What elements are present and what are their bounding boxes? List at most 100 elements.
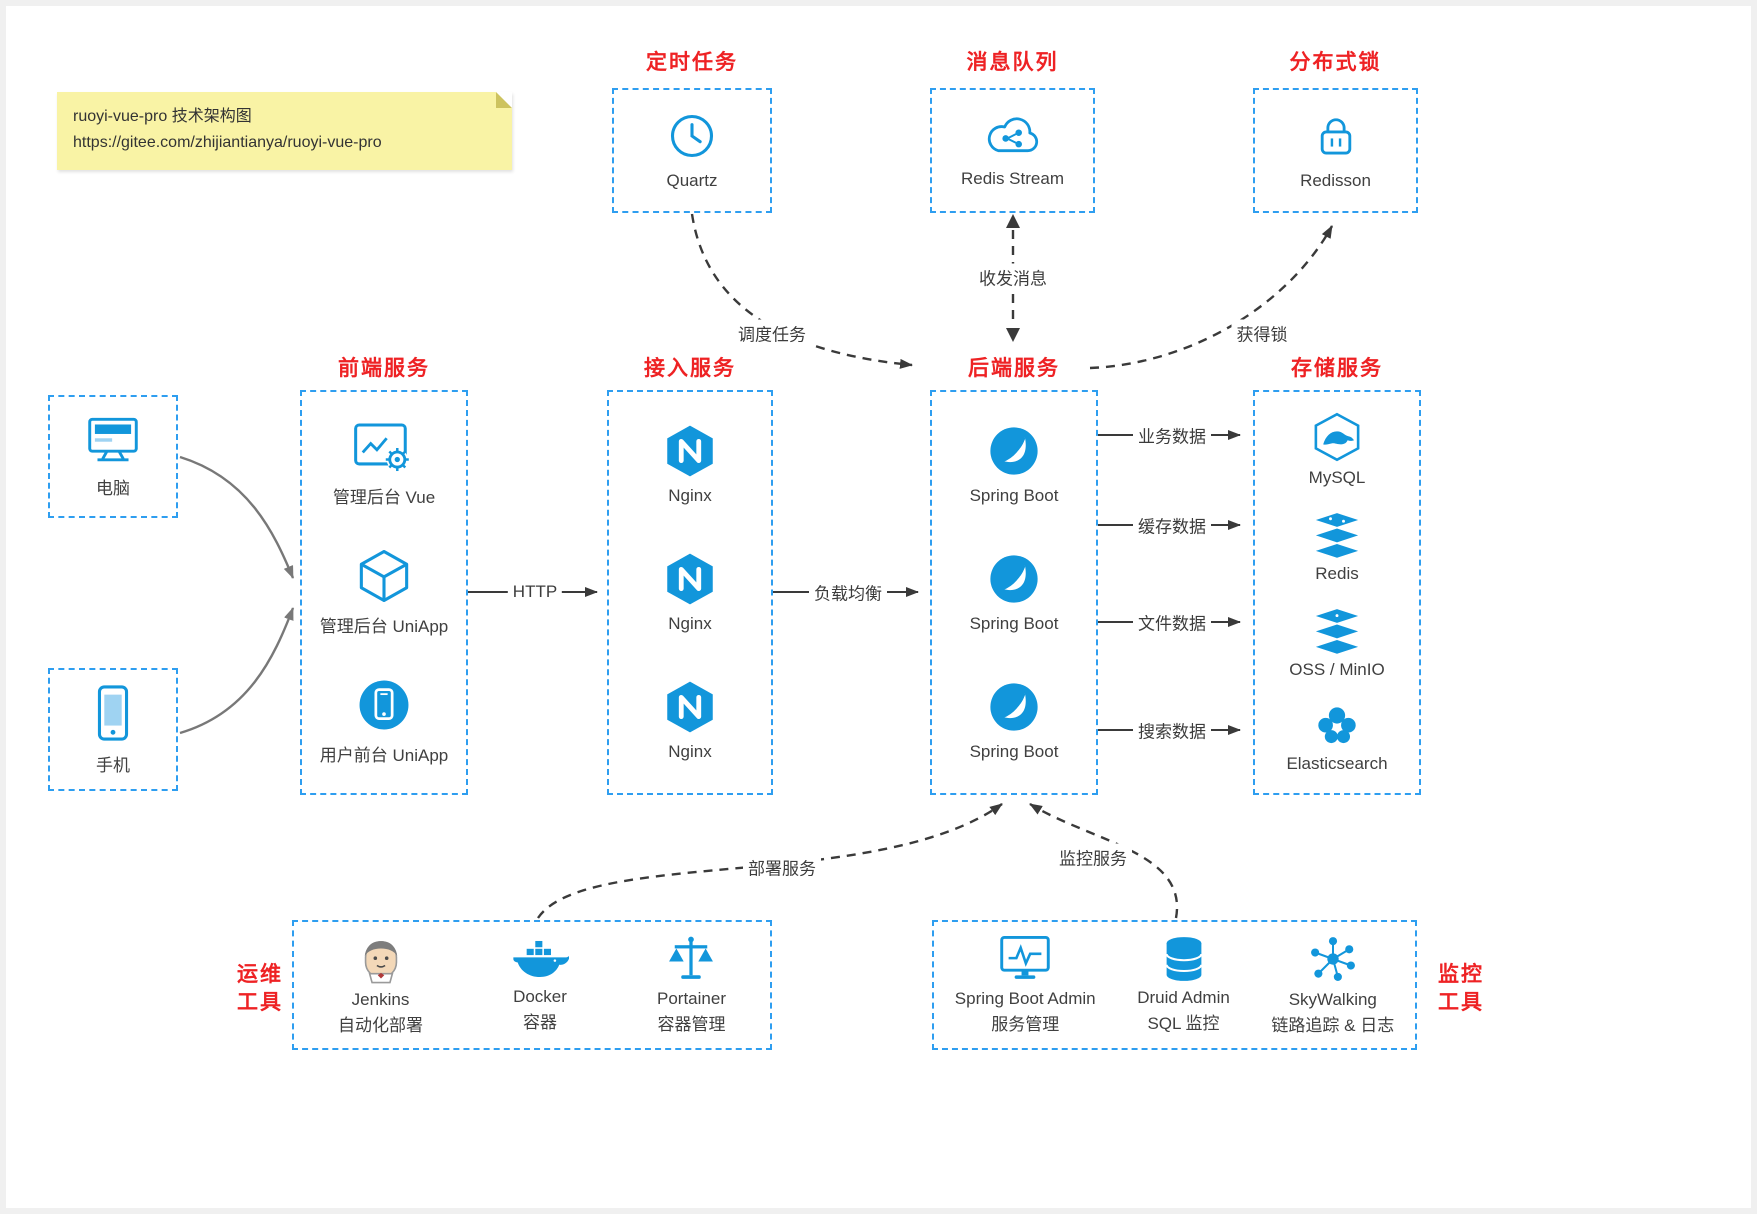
frontend-item-label: 管理后台 UniApp xyxy=(319,616,449,636)
storage-item-redis: Redis xyxy=(1311,511,1363,584)
edge-label-business-data: 业务数据 xyxy=(1133,421,1211,449)
backend-item-label: Spring Boot xyxy=(969,742,1059,762)
gateway-item-label: Nginx xyxy=(668,613,712,633)
admin-monitor-icon xyxy=(997,934,1053,984)
backend-item-springboot: Spring Boot xyxy=(969,551,1059,634)
backend-item-springboot: Spring Boot xyxy=(969,679,1059,762)
ops-item-desc: 容器管理 xyxy=(657,1015,726,1034)
edge-label-http: HTTP xyxy=(507,581,563,603)
gateway-item-label: Nginx xyxy=(668,742,712,762)
docker-icon xyxy=(511,936,570,982)
monitoring-tools-side-label: 监控 工具 xyxy=(1435,961,1487,1017)
ops-item-docker: Docker 容器 xyxy=(511,936,570,1034)
pc-label: 电脑 xyxy=(96,478,130,498)
mobile-app-circle-icon xyxy=(355,676,413,734)
monitoring-side-label-line: 工具 xyxy=(1438,991,1484,1014)
edge-label-schedule: 调度任务 xyxy=(733,319,811,347)
spring-icon xyxy=(986,551,1042,607)
edge-label-monitor: 监控服务 xyxy=(1054,843,1132,871)
edge-label-load-balance: 负载均衡 xyxy=(809,578,887,606)
phone-label: 手机 xyxy=(96,755,130,775)
elasticsearch-icon xyxy=(1311,703,1363,749)
monitoring-item-desc: 链路追踪 & 日志 xyxy=(1271,1016,1395,1035)
database-icon xyxy=(1159,935,1209,983)
note-title: ruoyi-vue-pro 技术架构图 xyxy=(73,108,252,125)
storage-item-label: MySQL xyxy=(1308,468,1366,488)
storage-box: MySQL Redis OSS / MinIO Elasticsearch xyxy=(1253,390,1421,795)
jenkins-icon xyxy=(355,933,407,985)
title-message-queue: 消息队列 xyxy=(966,51,1059,74)
ops-item-name: Portainer xyxy=(657,989,726,1008)
title-storage-services: 存储服务 xyxy=(1291,357,1383,380)
ops-item-desc: 容器 xyxy=(523,1013,557,1032)
nginx-icon xyxy=(662,423,718,479)
frontend-item-vue: 管理后台 Vue xyxy=(333,420,435,508)
edge-label-lock: 获得锁 xyxy=(1231,319,1293,347)
note-url: https://gitee.com/zhijiantianya/ruoyi-vu… xyxy=(73,134,382,151)
ops-side-label-line: 工具 xyxy=(237,991,283,1014)
frontend-box: 管理后台 Vue 管理后台 UniApp 用户前台 UniApp xyxy=(300,390,468,795)
ops-item-desc: 自动化部署 xyxy=(338,1016,423,1035)
phone-box: 手机 xyxy=(48,668,178,791)
ops-item-name: Jenkins xyxy=(351,990,410,1009)
edge-label-message: 收发消息 xyxy=(974,263,1052,291)
ops-item-name: Docker xyxy=(513,987,567,1006)
backend-item-label: Spring Boot xyxy=(969,485,1059,505)
quartz-box: Quartz xyxy=(612,88,772,213)
redis-stack-icon xyxy=(1311,511,1363,559)
storage-item-elasticsearch: Elasticsearch xyxy=(1286,703,1388,774)
monitoring-item-name: SkyWalking xyxy=(1288,990,1377,1009)
cube-icon xyxy=(355,547,413,605)
pc-box: 电脑 xyxy=(48,395,178,518)
frontend-item-label: 用户前台 UniApp xyxy=(319,745,449,765)
edge-label-cache-data: 缓存数据 xyxy=(1133,511,1211,539)
title-scheduled-tasks: 定时任务 xyxy=(646,51,738,74)
monitoring-side-label-line: 监控 xyxy=(1438,963,1484,986)
title-distributed-lock: 分布式锁 xyxy=(1289,51,1382,74)
redisson-label: Redisson xyxy=(1300,171,1371,190)
gateway-box: Nginx Nginx Nginx xyxy=(607,390,773,795)
quartz-label: Quartz xyxy=(666,171,718,190)
redis-stream-box: Redis Stream xyxy=(930,88,1095,213)
edge-label-file-data: 文件数据 xyxy=(1133,608,1211,636)
admin-window-gear-icon xyxy=(353,420,415,476)
sticky-note: ruoyi-vue-pro 技术架构图 https://gitee.com/zh… xyxy=(57,92,512,170)
frontend-item-admin-uniapp: 管理后台 UniApp xyxy=(320,547,448,637)
gateway-item-nginx: Nginx xyxy=(662,679,718,762)
mysql-icon xyxy=(1311,411,1363,463)
storage-item-mysql: MySQL xyxy=(1308,411,1366,488)
monitoring-item-druid: Druid Admin SQL 监控 xyxy=(1137,935,1230,1035)
lock-icon xyxy=(1310,110,1362,162)
backend-box: Spring Boot Spring Boot Spring Boot xyxy=(930,390,1098,795)
monitoring-item-desc: SQL 监控 xyxy=(1147,1014,1220,1033)
nginx-icon xyxy=(662,551,718,607)
storage-item-label: Elasticsearch xyxy=(1286,753,1388,773)
monitoring-item-name: Spring Boot Admin xyxy=(954,989,1096,1008)
gateway-item-label: Nginx xyxy=(668,485,712,505)
portainer-icon xyxy=(665,934,717,984)
storage-item-oss: OSS / MinIO xyxy=(1289,607,1385,680)
storage-item-label: OSS / MinIO xyxy=(1289,659,1385,679)
frontend-item-label: 管理后台 Vue xyxy=(332,487,436,507)
cloud-nodes-icon xyxy=(982,112,1044,160)
spring-icon xyxy=(986,679,1042,735)
clock-icon xyxy=(666,110,718,162)
ops-item-jenkins: Jenkins 自动化部署 xyxy=(338,933,423,1037)
title-gateway-services: 接入服务 xyxy=(644,357,736,380)
redis-stream-label: Redis Stream xyxy=(961,169,1064,188)
backend-item-label: Spring Boot xyxy=(969,613,1059,633)
title-backend-services: 后端服务 xyxy=(968,357,1060,380)
storage-item-label: Redis xyxy=(1315,564,1359,584)
monitoring-item-skywalking: SkyWalking 链路追踪 & 日志 xyxy=(1271,933,1394,1037)
ops-side-label-line: 运维 xyxy=(237,963,283,986)
ops-tools-box: Jenkins 自动化部署 Docker 容器 Portainer 容器管理 xyxy=(292,920,772,1050)
ops-item-portainer: Portainer 容器管理 xyxy=(657,934,726,1036)
redisson-box: Redisson xyxy=(1253,88,1418,213)
ops-tools-side-label: 运维 工具 xyxy=(234,961,286,1017)
phone-icon xyxy=(93,684,133,742)
nginx-icon xyxy=(662,679,718,735)
backend-item-springboot: Spring Boot xyxy=(969,423,1059,506)
monitoring-tools-box: Spring Boot Admin 服务管理 Druid Admin SQL 监… xyxy=(932,920,1417,1050)
